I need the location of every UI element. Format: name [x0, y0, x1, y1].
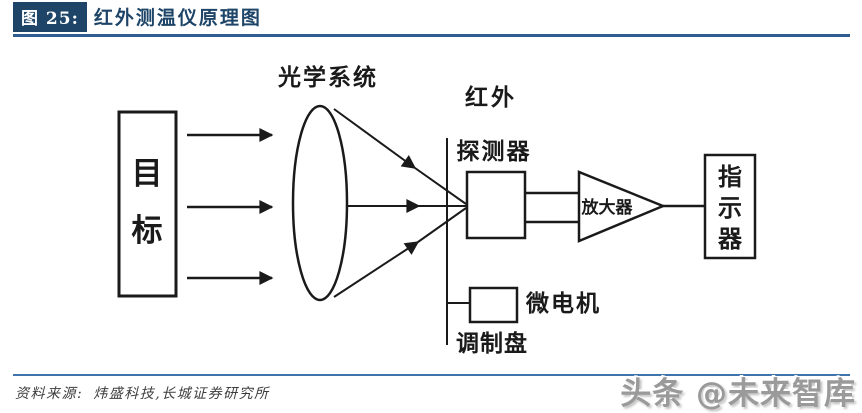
target-label-char-2: 标 — [132, 213, 163, 249]
figure-header: 图 25: 红外测温仪原理图 — [13, 1, 262, 32]
converging-ray-bottom — [333, 207, 467, 298]
infrared-thermometer-diagram: 目 标 光学系统 红外 探测器 放大器 指 示 器 微电机 — [117, 64, 757, 357]
target-label-char-1: 目 — [132, 156, 163, 192]
detector-label-line2: 探测器 — [457, 139, 532, 165]
motor-label: 微电机 — [525, 290, 601, 317]
header-divider — [13, 34, 850, 37]
indicator-label-char-1: 指 — [718, 163, 742, 191]
amplifier-triangle — [577, 170, 667, 243]
indicator-label-char-2: 示 — [718, 194, 742, 222]
detector-box — [465, 170, 527, 240]
indicator-label-char-3: 器 — [717, 225, 743, 253]
amplifier-label: 放大器 — [581, 197, 634, 218]
source-note: 资料来源: 炜盛科技,长城证券研究所 — [15, 383, 270, 403]
footer-divider — [13, 374, 850, 376]
watermark: 头条 @未来智库 — [620, 376, 856, 412]
optical-system-label: 光学系统 — [277, 64, 378, 91]
detector-label-line1: 红外 — [465, 84, 517, 111]
source-text: 炜盛科技,长城证券研究所 — [93, 386, 270, 402]
motor-box — [468, 286, 519, 324]
figure-title: 红外测温仪原理图 — [93, 7, 262, 29]
source-label: 资料来源: — [15, 386, 84, 402]
figure-number-badge: 图 25: — [13, 1, 87, 32]
chopper-label: 调制盘 — [456, 330, 528, 357]
indicator-box — [703, 153, 757, 260]
target-box — [117, 110, 178, 298]
lens-ellipse — [291, 104, 349, 302]
converging-ray-top — [333, 108, 467, 205]
